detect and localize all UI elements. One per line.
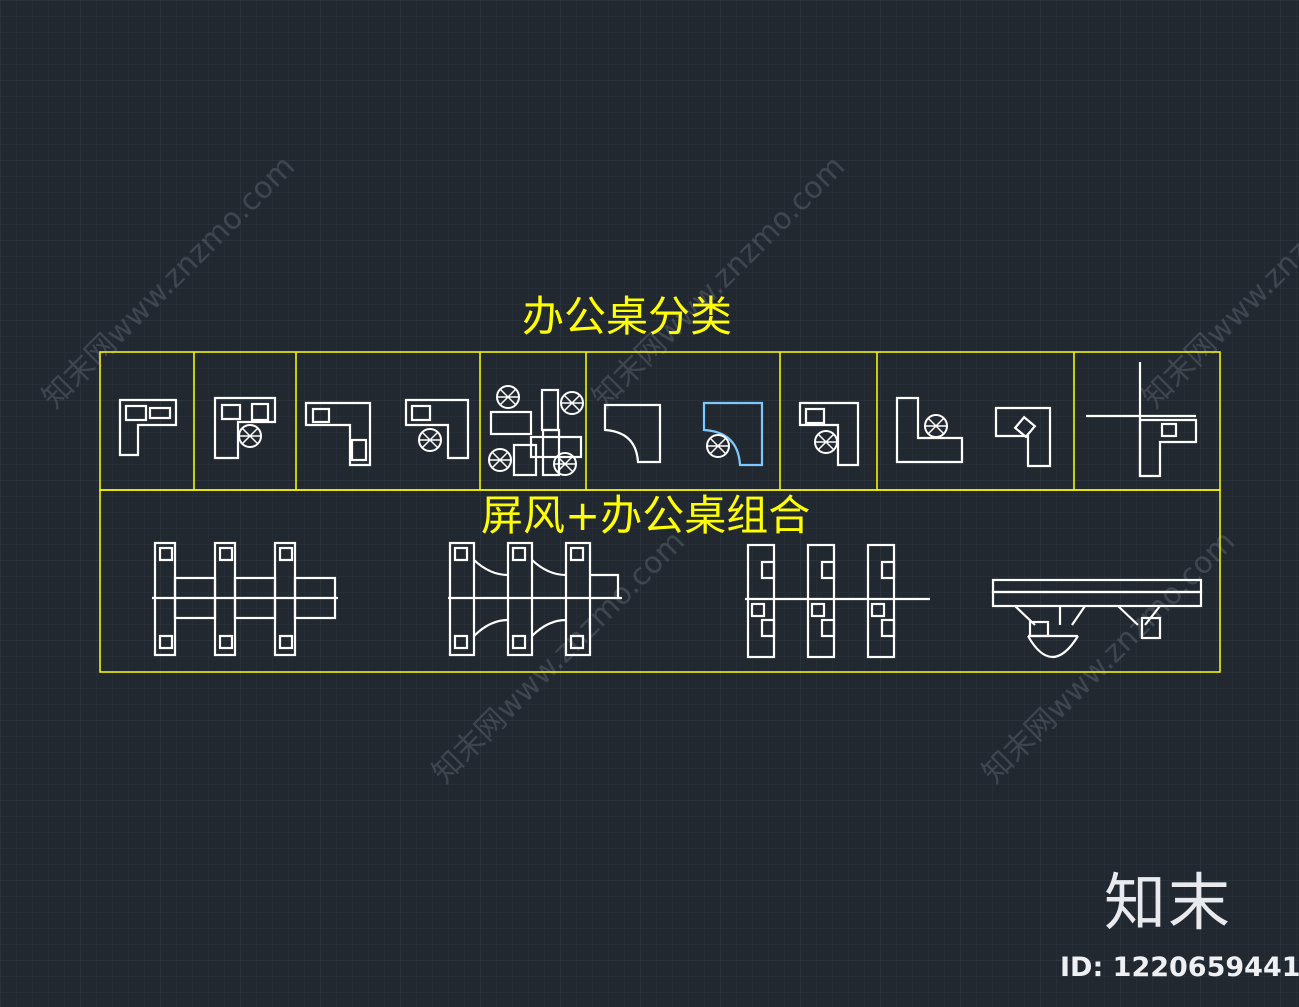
partition-cluster-icon (448, 541, 622, 657)
partition-cluster-icon (745, 543, 930, 659)
brand-logo: 知末 (1104, 866, 1233, 939)
desk-plan-icon (118, 398, 178, 457)
desk-plan-icon (895, 396, 964, 464)
desk-plan-icon (213, 396, 277, 460)
desk-plan-icon (1086, 362, 1198, 478)
desk-plan-icon (798, 401, 860, 467)
combo-title: 屏风+办公桌组合 (481, 491, 811, 540)
category-title: 办公桌分类 (522, 292, 733, 341)
desk-plan-icon (404, 398, 470, 460)
desk-plan-icon (994, 406, 1052, 468)
combo-frame (99, 489, 1221, 673)
desk-plan-icon (603, 403, 662, 464)
desk-plan-icon (702, 401, 764, 467)
partition-cluster-icon (991, 578, 1203, 659)
partition-cluster-icon (487, 384, 585, 477)
asset-id: ID: 1220659441 (1060, 952, 1299, 983)
partition-cluster-icon (152, 541, 338, 657)
desk-plan-icon (304, 401, 372, 467)
